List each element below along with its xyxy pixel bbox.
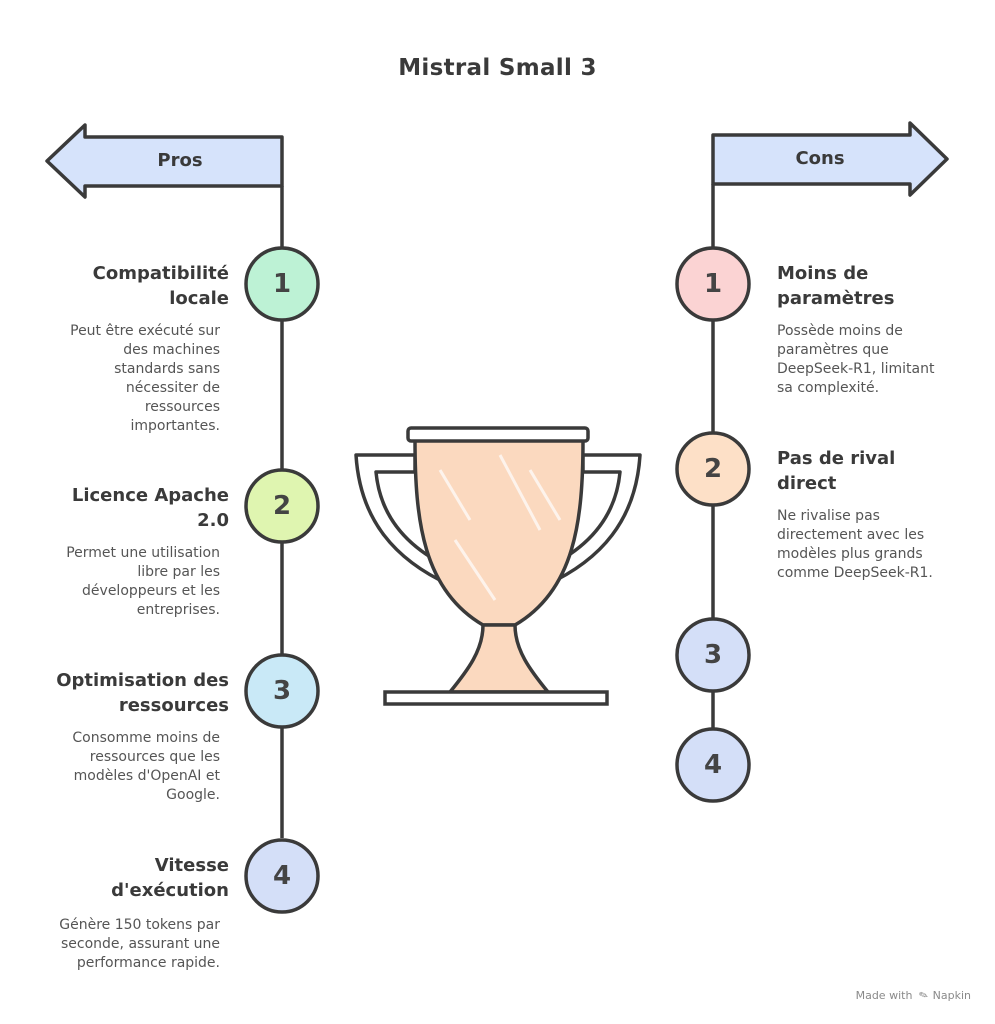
pros-number-4: 4	[272, 861, 292, 891]
pros-number-2: 2	[272, 491, 292, 521]
napkin-brand-text: Napkin	[932, 989, 971, 1002]
pros-circle-1	[244, 246, 320, 322]
page-title: Mistral Small 3	[398, 55, 597, 81]
pros-label: Pros	[157, 150, 203, 171]
cons-number-3: 3	[703, 640, 723, 670]
pros-item-3-desc: Consomme moins de ressources que les mod…	[72, 730, 220, 803]
napkin-credit[interactable]: Made with ✎ Napkin	[855, 987, 971, 1004]
cons-circle-2	[675, 431, 751, 507]
pros-circles	[244, 246, 320, 914]
cons-number-1: 1	[703, 269, 723, 299]
cons-circles	[675, 246, 751, 803]
cons-number-2: 2	[703, 454, 723, 484]
cons-item-2-desc: Ne rivalise pas directement avec les mod…	[777, 508, 933, 581]
cons-circle-4	[675, 727, 751, 803]
made-with-text: Made with	[855, 989, 913, 1002]
cons-label: Cons	[795, 148, 845, 169]
pros-item-2-desc: Permet une utilisation libre par les dév…	[66, 545, 220, 618]
cons-circle-3	[675, 617, 751, 693]
pros-number-1: 1	[272, 269, 292, 299]
pros-item-1-desc: Peut être exécuté sur des machines stand…	[70, 323, 220, 434]
cons-number-4: 4	[703, 750, 723, 780]
pros-number-3: 3	[272, 676, 292, 706]
pros-arrow	[45, 123, 284, 199]
pros-circle-4	[244, 838, 320, 914]
pros-circle-2	[244, 468, 320, 544]
cons-item-1-desc: Possède moins de paramètres que DeepSeek…	[777, 323, 935, 396]
trophy-icon	[354, 426, 642, 706]
pros-item-4-desc: Génère 150 tokens par seconde, assurant …	[59, 917, 220, 971]
pros-circle-3	[244, 653, 320, 729]
cons-arrow	[711, 121, 949, 197]
cons-circle-1	[675, 246, 751, 322]
napkin-logo-icon: ✎	[916, 987, 931, 1004]
